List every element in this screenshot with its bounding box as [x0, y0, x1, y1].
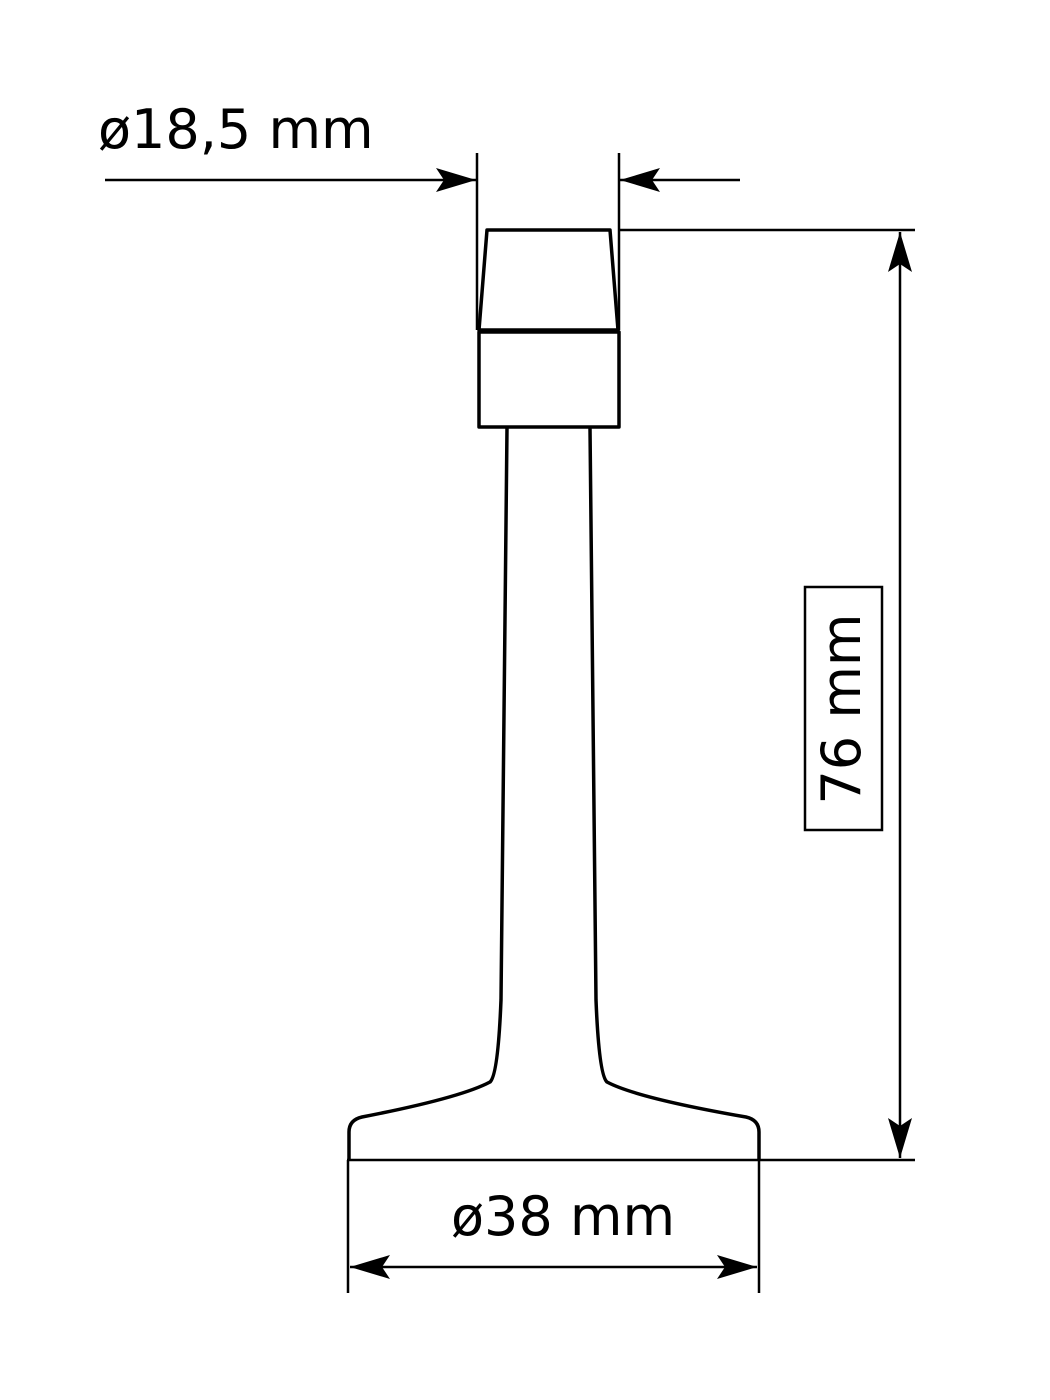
base-diameter-label: ø38 mm [451, 1185, 675, 1248]
stopper-cap-body [477, 330, 621, 429]
stopper-cap-top [477, 228, 620, 332]
top-diameter-label: ø18,5 mm [98, 98, 374, 161]
stopper-stem-and-base [347, 427, 761, 1160]
height-label-box [803, 585, 884, 832]
height-label: 76 mm [810, 613, 873, 804]
